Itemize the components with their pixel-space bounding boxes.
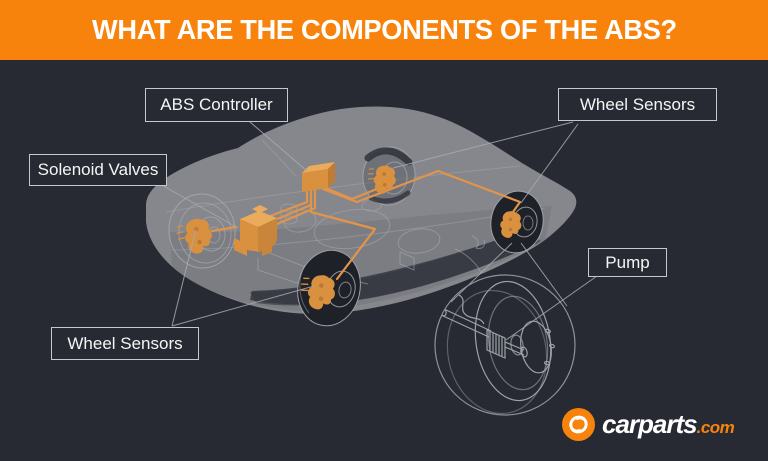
- wheel-sensor-rear-right: [500, 211, 522, 238]
- label-abs-controller: ABS Controller: [145, 88, 288, 122]
- page-title: WHAT ARE THE COMPONENTS OF THE ABS?: [91, 14, 677, 45]
- label-pump: Pump: [588, 248, 667, 277]
- wheel-sensor-front-right: [367, 165, 396, 194]
- logo-tld: .com: [696, 417, 735, 437]
- solenoid-valves-component: [234, 205, 277, 256]
- carparts-logo: carparts .com: [562, 404, 735, 444]
- carparts-logo-text: carparts .com: [602, 408, 735, 440]
- logo-brand-name: carparts: [602, 408, 698, 439]
- pump-detail-circle: [434, 242, 576, 416]
- brake-lines: [210, 169, 522, 281]
- label-wheel-sensors-top: Wheel Sensors: [558, 88, 717, 121]
- header-banner: WHAT ARE THE COMPONENTS OF THE ABS?: [0, 0, 768, 60]
- abs-controller-component: [302, 162, 335, 192]
- label-wheel-sensors-bottom: Wheel Sensors: [51, 327, 199, 360]
- carparts-logo-mark-icon: [562, 407, 595, 441]
- label-leader-lines: [159, 121, 598, 341]
- wheel-sensor-rear-left: [301, 275, 335, 310]
- label-solenoid-valves: Solenoid Valves: [29, 154, 167, 186]
